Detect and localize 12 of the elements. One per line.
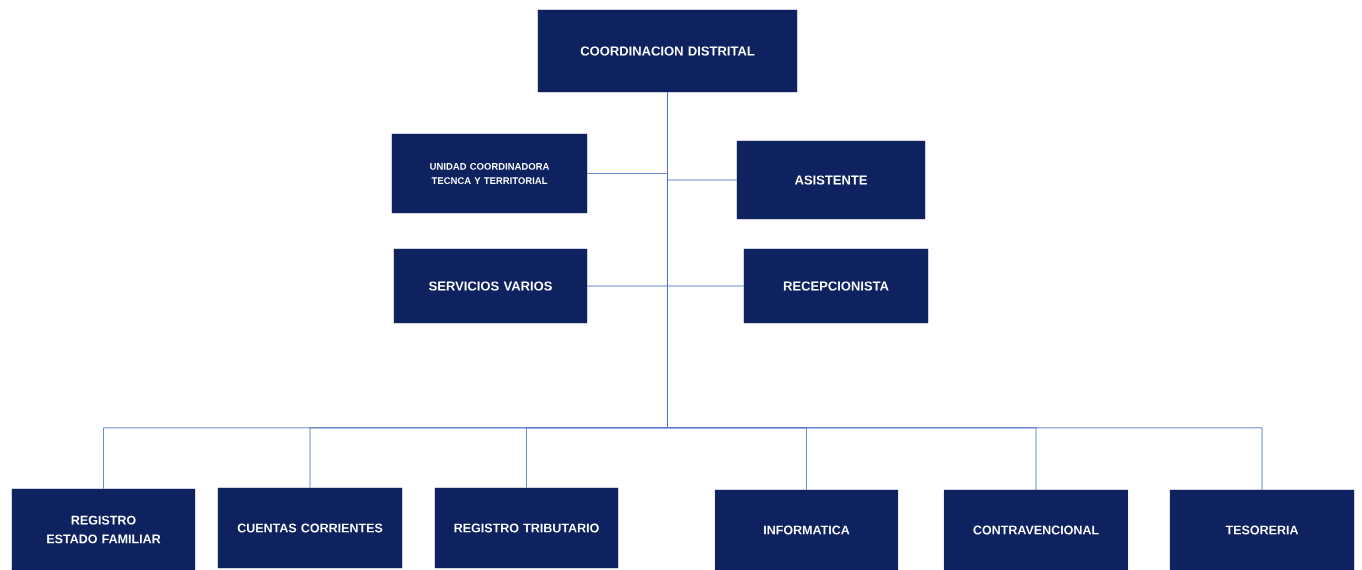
org-box: ASISTENTE bbox=[736, 140, 926, 220]
org-box: REGISTRO TRIBUTARIO bbox=[434, 487, 619, 569]
org-box: RECEPCIONISTA bbox=[743, 248, 929, 324]
org-box: TESORERIA bbox=[1169, 489, 1355, 570]
org-box: INFORMATICA bbox=[714, 489, 899, 570]
org-box: COORDINACION DISTRITAL bbox=[537, 9, 798, 93]
org-box: CONTRAVENCIONAL bbox=[943, 489, 1129, 570]
org-box: UNIDAD COORDINADORA TECNCA Y TERRITORIAL bbox=[391, 133, 588, 214]
org-box: REGISTRO ESTADO FAMILIAR bbox=[11, 488, 196, 570]
org-box: SERVICIOS VARIOS bbox=[393, 248, 588, 324]
connector-line bbox=[667, 91, 1263, 491]
org-box: CUENTAS CORRIENTES bbox=[217, 487, 403, 569]
